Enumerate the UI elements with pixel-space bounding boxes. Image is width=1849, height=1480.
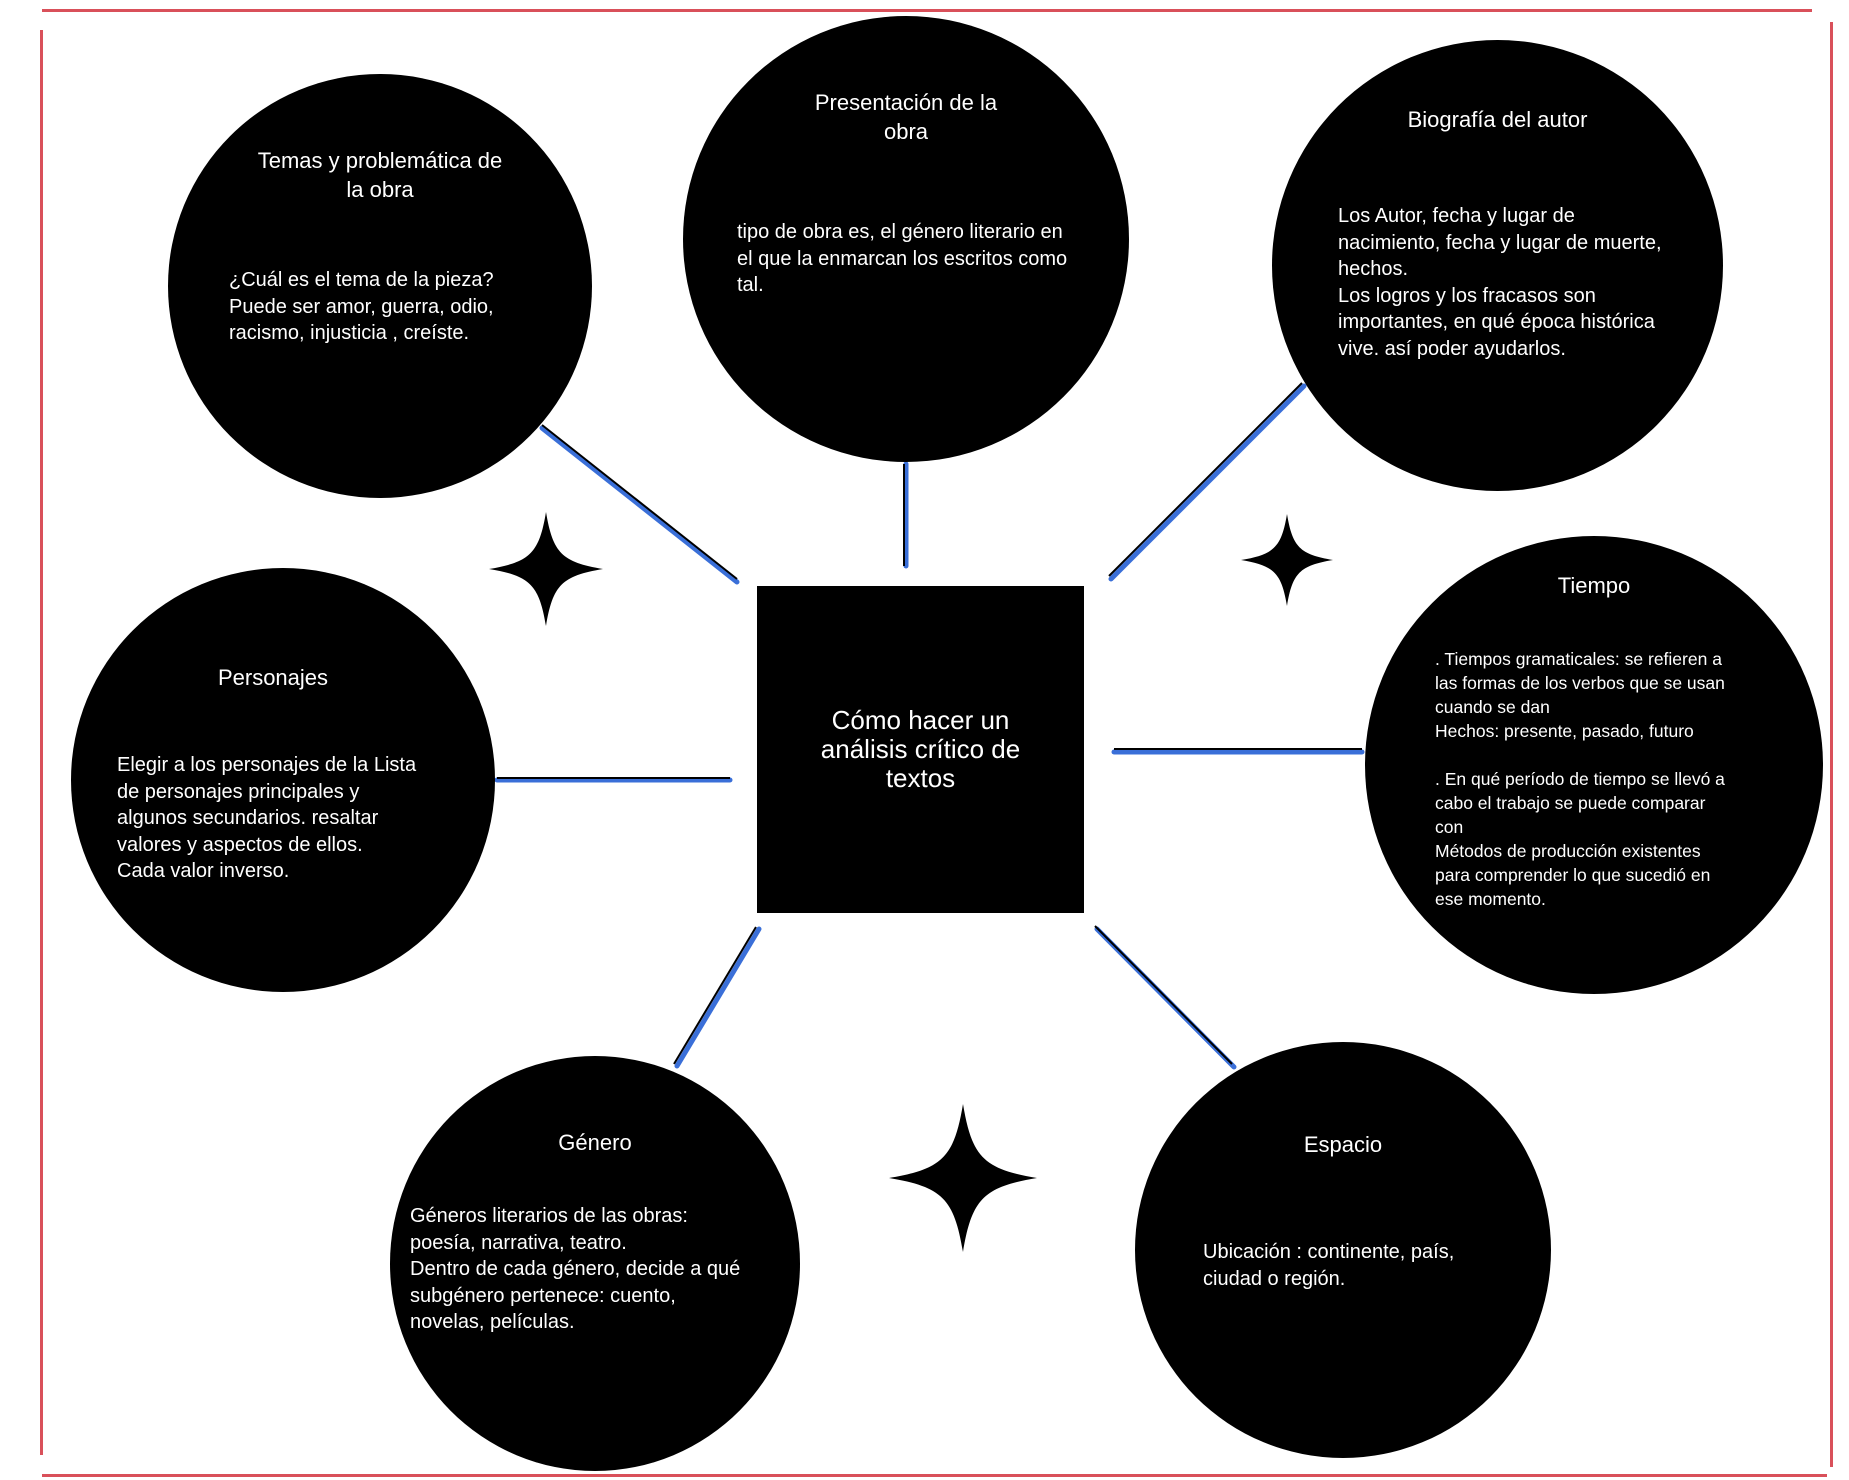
central-topic-box: Cómo hacer un análisis crítico de textos	[757, 586, 1084, 913]
node-genero-text: Géneros literarios de las obras: poesía,…	[410, 1203, 740, 1336]
node-temas-title: Temas y problemática de la obra	[257, 148, 503, 202]
connector-temas	[539, 424, 740, 585]
text-line: racismo, injusticia , creíste.	[229, 322, 470, 344]
text-line: las formas de los verbos que se usan	[1435, 673, 1725, 693]
node-tiempo-title: Tiempo	[1557, 573, 1631, 598]
text-line: importantes, en qué época histórica	[1338, 311, 1655, 333]
node-genero: Género Géneros literarios de las obras: …	[390, 1056, 800, 1471]
frame-right-line	[1830, 22, 1833, 1467]
node-biografia-title: Biografía del autor	[1407, 107, 1588, 132]
node-espacio-title: Espacio	[1303, 1132, 1383, 1157]
connector-genero	[673, 926, 762, 1069]
connector-presentacion	[903, 461, 909, 569]
text-line: para comprender lo que sucedió en	[1435, 865, 1711, 885]
text-line: Hechos: presente, pasado, futuro	[1435, 721, 1694, 741]
text-line: de personajes principales y	[117, 780, 360, 803]
node-personajes-text: Elegir a los personajes de la Lista de p…	[117, 752, 416, 885]
node-temas: Temas y problemática de la obra ¿Cuál es…	[168, 74, 592, 498]
paragraph-spacer	[1435, 743, 1725, 767]
text-line: Elegir a los personajes de la Lista	[117, 754, 417, 776]
text-line: cuando se dan	[1435, 697, 1550, 717]
text-line: con	[1435, 817, 1464, 837]
node-espacio: Espacio Ubicación : continente, país, ci…	[1135, 1042, 1551, 1458]
node-presentacion-text: tipo de obra es, el género literario en …	[737, 219, 1067, 299]
text-line: ¿Cuál es el tema de la pieza?	[229, 269, 494, 291]
node-genero-title: Género	[558, 1130, 632, 1155]
text-line: . Tiempos gramaticales: se refieren a	[1435, 649, 1722, 669]
connector-espacio	[1094, 925, 1237, 1070]
text-line: vive. así poder ayudarlos.	[1338, 337, 1566, 360]
text-line: Los logros y los fracasos son	[1338, 284, 1596, 307]
node-tiempo-text: . Tiempos gramaticales: se refieren a la…	[1435, 647, 1725, 911]
node-temas-text: ¿Cuál es el tema de la pieza? Puede ser …	[229, 267, 494, 347]
text-line: Los Autor, fecha y lugar de	[1338, 205, 1575, 227]
node-personajes: Personajes Elegir a los personajes de la…	[71, 568, 495, 992]
connector-tiempo	[1111, 748, 1365, 755]
frame-left-line	[40, 30, 43, 1455]
node-presentacion: Presentación de la obra tipo de obra es,…	[683, 16, 1129, 462]
node-personajes-title: Personajes	[217, 665, 329, 690]
text-line: nacimiento, fecha y lugar de muerte,	[1338, 231, 1662, 254]
connector-personajes	[494, 777, 733, 783]
node-tiempo: Tiempo . Tiempos gramaticales: se refier…	[1365, 536, 1823, 994]
node-biografia-text: Los Autor, fecha y lugar de nacimiento, …	[1338, 203, 1662, 362]
text-line: tipo de obra es, el género literario en	[737, 221, 1063, 243]
text-line: ese momento.	[1435, 889, 1546, 909]
text-line: subgénero pertenece: cuento,	[410, 1284, 676, 1307]
text-line: poesía, narrativa, teatro.	[410, 1231, 627, 1254]
text-line: hechos.	[1338, 258, 1409, 280]
frame-bottom-line	[42, 1474, 1827, 1477]
text-line: novelas, películas.	[410, 1311, 575, 1333]
text-line: Dentro de cada género, decide a qué	[410, 1258, 741, 1280]
text-line: tal.	[737, 274, 764, 296]
star-decoration-right	[1241, 514, 1333, 606]
text-line: ciudad o región.	[1203, 1267, 1346, 1290]
star-decoration-bottom	[889, 1104, 1037, 1252]
text-line: cabo el trabajo se puede comparar	[1435, 793, 1706, 813]
text-line: algunos secundarios. resaltar	[117, 807, 379, 829]
text-line: el que la enmarcan los escritos como	[737, 247, 1068, 270]
frame-top-line	[42, 9, 1812, 12]
node-presentacion-title: Presentación de la obra	[814, 90, 998, 144]
central-topic-title: Cómo hacer un análisis crítico de textos	[820, 705, 1021, 793]
connector-biografia	[1108, 382, 1307, 582]
text-line: . En qué período de tiempo se llevó a	[1435, 769, 1725, 789]
text-line: valores y aspectos de ellos.	[117, 833, 363, 856]
node-biografia: Biografía del autor Los Autor, fecha y l…	[1272, 40, 1723, 491]
text-line: Métodos de producción existentes	[1435, 841, 1701, 861]
text-line: Ubicación : continente, país,	[1203, 1241, 1455, 1263]
text-line: Puede ser amor, guerra, odio,	[229, 295, 494, 318]
text-line: Cada valor inverso.	[117, 860, 290, 882]
star-decoration-left	[489, 512, 603, 626]
node-espacio-text: Ubicación : continente, país, ciudad o r…	[1203, 1239, 1454, 1292]
text-line: Géneros literarios de las obras:	[410, 1205, 688, 1227]
